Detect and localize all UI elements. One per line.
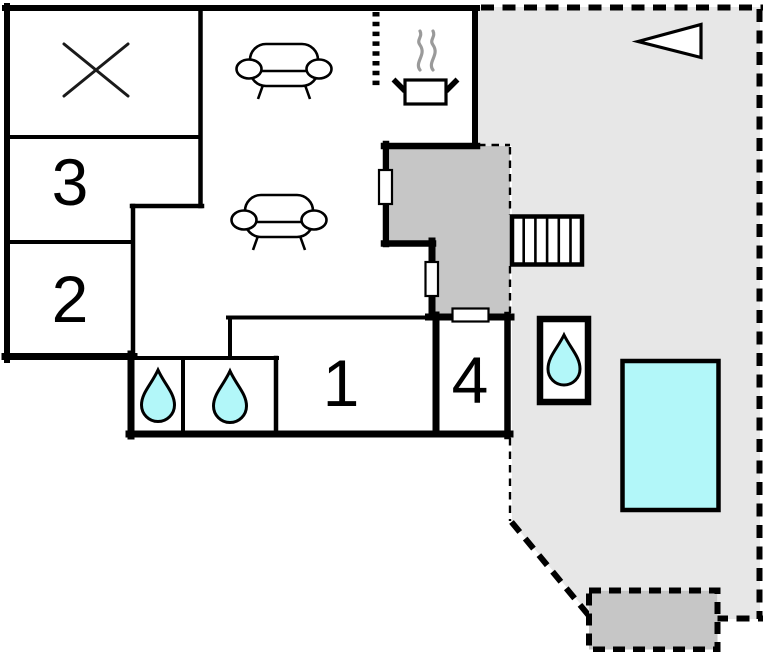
steam-squiggle <box>429 29 437 72</box>
entrance-hall <box>390 146 510 317</box>
stairs <box>509 214 585 267</box>
steam-squiggle <box>416 29 424 72</box>
sofa-armrest <box>235 58 263 80</box>
room-2-label: 2 <box>52 262 89 336</box>
entrance-area <box>390 146 510 317</box>
orientation-triangle-icon <box>631 22 703 60</box>
sofa-leg <box>251 235 260 251</box>
sofa-armrest <box>300 209 328 231</box>
sofa-leg <box>256 84 265 100</box>
room-3-label: 3 <box>52 145 89 219</box>
room-labels: 3 2 1 4 <box>52 145 489 420</box>
doors <box>377 168 490 323</box>
stairs-treads <box>522 218 572 263</box>
water-features <box>139 315 721 513</box>
pot-handle-left <box>391 77 407 93</box>
door-entrance-inner <box>424 260 440 298</box>
pool <box>620 358 721 513</box>
door-room4 <box>451 307 490 323</box>
door-entrance-left <box>377 168 394 206</box>
sofa-icon-1 <box>235 42 333 100</box>
inner-walls <box>5 5 432 435</box>
pot-body <box>403 78 448 106</box>
sofa-icon-2 <box>230 193 328 251</box>
water-drop-icon <box>139 366 177 423</box>
room-4-label: 4 <box>452 343 489 417</box>
stove-pot-icon <box>391 29 460 106</box>
pot-handle-right <box>444 77 460 93</box>
sofa-armrest <box>230 209 258 231</box>
sofa-armrest <box>305 58 333 80</box>
crossed-room-x-icon <box>62 42 130 98</box>
water-drop-icon <box>546 331 582 387</box>
dashed-boundaries <box>478 143 512 521</box>
sofa-leg <box>303 84 312 100</box>
room-1-label: 1 <box>323 346 360 420</box>
water-drop-icon <box>211 367 249 424</box>
terrace-lower-pad <box>586 587 721 652</box>
terrace <box>477 4 763 652</box>
sofa-leg <box>298 235 307 251</box>
